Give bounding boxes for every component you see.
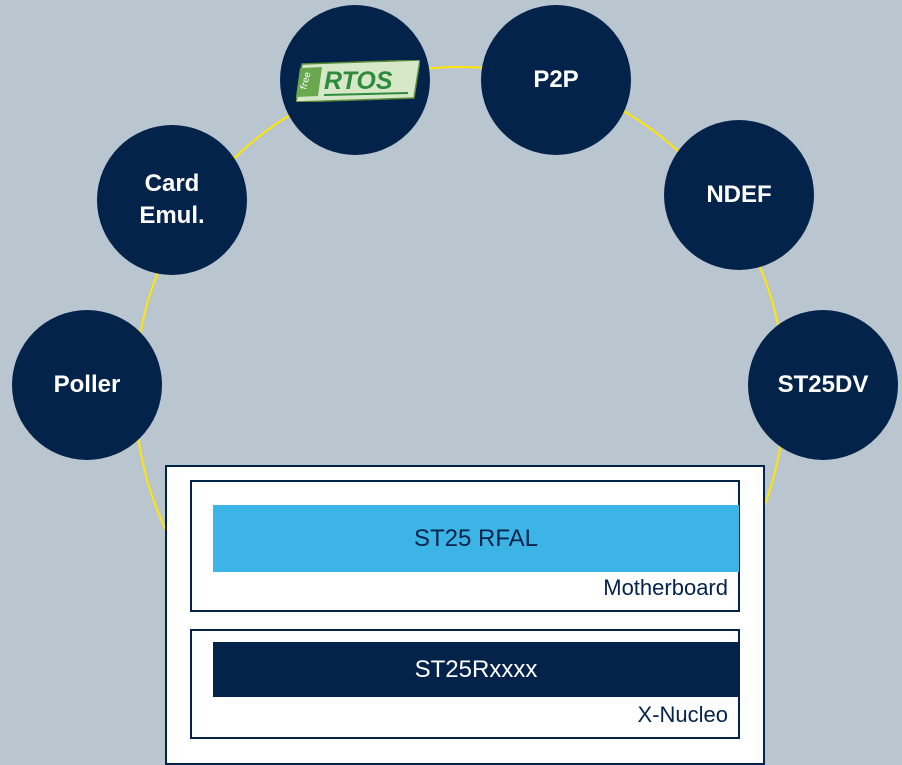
node-poller-label: Poller xyxy=(53,371,121,398)
freertos-logo-text: RTOS xyxy=(324,67,393,95)
freertos-logo-prefix: free xyxy=(299,71,313,91)
motherboard-box: ST25 RFAL Motherboard xyxy=(190,480,740,612)
node-poller: Poller xyxy=(12,310,162,460)
rfal-bar-label: ST25 RFAL xyxy=(413,524,539,552)
xnucleo-box: ST25Rxxxx X-Nucleo xyxy=(190,629,740,739)
xnucleo-caption: X-Nucleo xyxy=(637,702,728,727)
chip-bar-label: ST25Rxxxx xyxy=(414,655,538,683)
node-st25dv-label: ST25DV xyxy=(777,371,869,398)
node-p2p: P2P xyxy=(481,5,631,155)
node-st25dv: ST25DV xyxy=(748,310,898,460)
chip-bar: ST25Rxxxx xyxy=(213,642,739,697)
motherboard-caption: Motherboard xyxy=(603,575,728,600)
hardware-stack-box: ST25 RFAL Motherboard ST25Rxxxx X-Nucleo xyxy=(165,465,765,765)
node-ndef-label: NDEF xyxy=(706,181,772,208)
node-card-emul-label: Card Emul. xyxy=(139,170,205,229)
freertos-logo: free RTOS xyxy=(295,59,421,103)
node-card-emul: Card Emul. xyxy=(97,125,247,275)
rfal-bar: ST25 RFAL xyxy=(213,505,739,572)
node-ndef: NDEF xyxy=(664,120,814,270)
node-p2p-label: P2P xyxy=(533,66,579,93)
